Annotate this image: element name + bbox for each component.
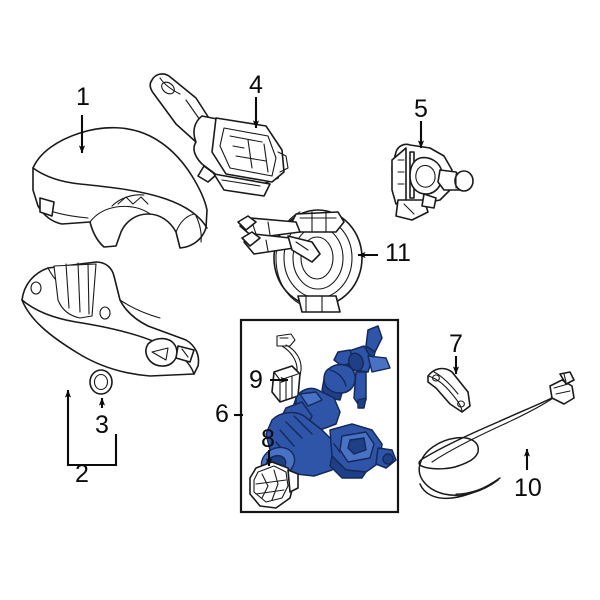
callout-2: 2 bbox=[75, 460, 89, 488]
part-8-ignition-switch bbox=[249, 461, 299, 509]
callout-8: 8 bbox=[261, 425, 275, 453]
callout-11: 11 bbox=[385, 239, 411, 267]
callout-9: 9 bbox=[249, 366, 263, 394]
part-4-multifunction-switch bbox=[149, 73, 289, 197]
callout-10: 10 bbox=[514, 474, 542, 502]
callout-7: 7 bbox=[449, 330, 463, 358]
callout-leaders bbox=[64, 97, 531, 470]
part-10-antenna-cable bbox=[418, 371, 575, 500]
part-3-grommet bbox=[89, 369, 113, 395]
part-6-lock-cylinder-highlighted bbox=[260, 325, 397, 479]
part-2-lower-shroud bbox=[21, 261, 200, 377]
leader-2-bracket bbox=[66, 434, 118, 467]
callout-4: 4 bbox=[249, 71, 263, 99]
part-9-transceiver bbox=[271, 333, 302, 403]
part-1-upper-shroud bbox=[32, 126, 208, 249]
callout-5: 5 bbox=[414, 95, 428, 123]
callout-3: 3 bbox=[95, 411, 109, 439]
callout-6: 6 bbox=[215, 400, 229, 428]
part-7-clamp-bracket bbox=[427, 367, 471, 413]
part-5-lock-housing bbox=[391, 143, 474, 221]
part-11-clockspring bbox=[237, 209, 363, 313]
callout-1: 1 bbox=[76, 83, 90, 111]
